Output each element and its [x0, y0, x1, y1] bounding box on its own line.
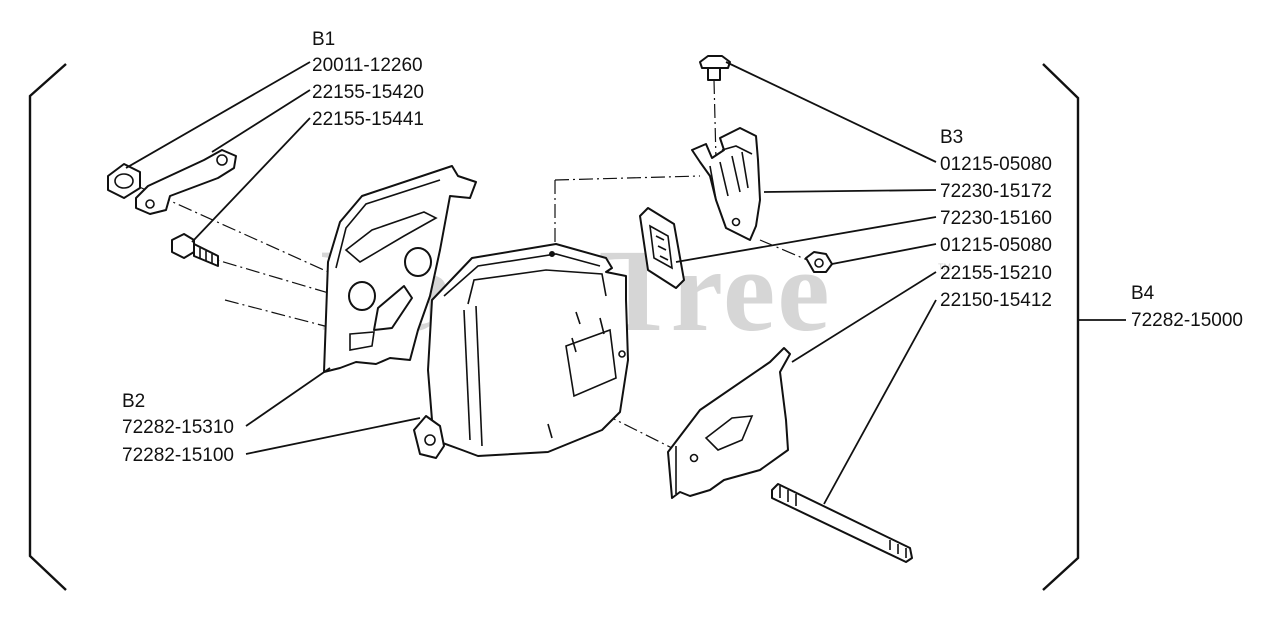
leader-lines — [125, 61, 1126, 505]
watermark-trademark: TM — [938, 262, 951, 272]
group-b2-label: B2 — [122, 391, 146, 412]
part-number-label: 20011-12260 — [312, 55, 423, 76]
part-number-label: 72282-15000 — [1131, 310, 1243, 331]
muffler-body-part — [413, 243, 629, 459]
part-number-label: 22155-15420 — [312, 82, 424, 103]
heat-shield-part — [323, 165, 477, 373]
part-number-label: 72282-15100 — [122, 445, 234, 466]
screen-plate-part — [639, 207, 685, 289]
left-bracket — [28, 63, 67, 591]
long-stud-part — [771, 483, 913, 563]
collar-part — [107, 163, 141, 199]
spark-arrester-bracket-part — [691, 127, 761, 241]
group-b3-label: B3 — [940, 127, 964, 148]
group-b1-label: B1 — [312, 29, 336, 50]
part-number-label: 22155-15441 — [312, 109, 424, 130]
part-number-label: 22155-15210 — [940, 263, 1052, 284]
nut-part — [805, 251, 833, 273]
part-number-label: 72230-15160 — [940, 208, 1052, 229]
flange-bolt-part — [171, 233, 219, 267]
arm-bracket-part — [135, 149, 237, 215]
gasket-plate-part — [667, 347, 791, 499]
part-number-label: 01215-05080 — [940, 235, 1052, 256]
part-number-label: 72230-15172 — [940, 181, 1052, 202]
part-number-label: 72282-15310 — [122, 417, 234, 438]
part-number-label: 22150-15412 — [940, 290, 1052, 311]
right-bracket — [1042, 63, 1080, 591]
top-screw-part — [699, 55, 731, 81]
group-b4-label: B4 — [1131, 283, 1155, 304]
part-number-label: 01215-05080 — [940, 154, 1052, 175]
